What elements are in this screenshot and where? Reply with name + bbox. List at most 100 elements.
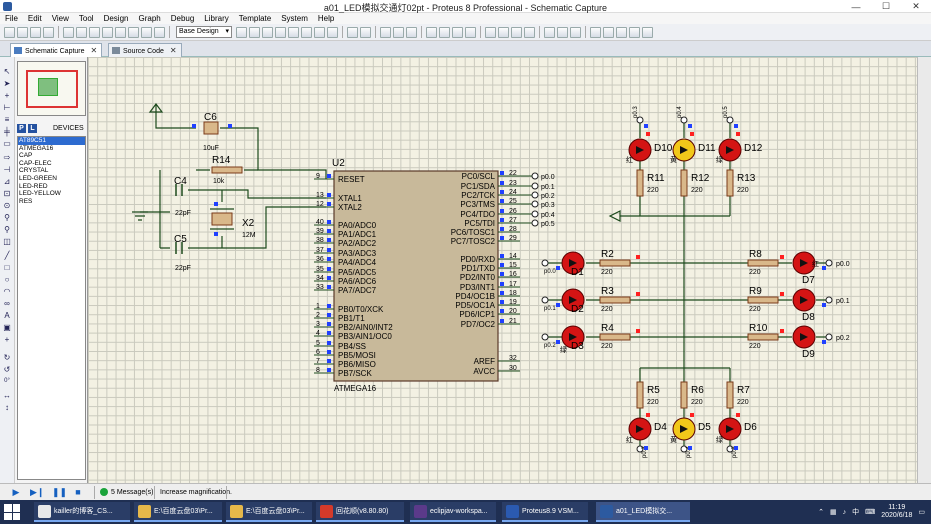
box-icon[interactable]: □ (4, 263, 10, 272)
schematic-icon[interactable] (76, 26, 87, 38)
current-probe-icon[interactable]: ⚲ (4, 225, 10, 234)
zoom-all-icon[interactable] (314, 26, 325, 38)
text-script-icon[interactable]: ≡ (4, 115, 10, 124)
redo-icon[interactable] (360, 26, 371, 38)
block-rotate-icon[interactable] (452, 26, 463, 38)
taskbar-item[interactable]: a01_LED模拟交... (596, 502, 690, 522)
taskbar-item[interactable]: Proteus8.9 VSM... (502, 502, 588, 522)
text-icon[interactable]: A (4, 311, 10, 320)
windows-start-icon[interactable] (4, 504, 20, 520)
open-file-icon[interactable] (17, 26, 28, 38)
network-icon[interactable]: ▦ (829, 509, 837, 516)
block-copy-icon[interactable] (426, 26, 437, 38)
device-item[interactable]: CRYSTAL (19, 167, 49, 175)
zoom-in-icon[interactable] (288, 26, 299, 38)
rotate-cw-icon[interactable]: ↻ (3, 353, 11, 362)
voltage-probe-icon[interactable]: ⚲ (4, 213, 10, 222)
pick-device-icon[interactable] (485, 26, 496, 38)
pcb-icon[interactable] (89, 26, 100, 38)
menu-graph[interactable]: Graph (138, 14, 161, 23)
new-file-icon[interactable] (4, 26, 15, 38)
property-tool-icon[interactable] (570, 26, 581, 38)
make-device-icon[interactable] (498, 26, 509, 38)
copy-icon[interactable] (393, 26, 404, 38)
notification-icon[interactable]: ▭ (918, 509, 925, 516)
minimize-button[interactable]: — (851, 1, 861, 12)
mirror-x-icon[interactable]: ↔ (3, 391, 11, 400)
new-sheet-icon[interactable] (603, 26, 614, 38)
menu-file[interactable]: File (5, 14, 18, 23)
tab-source-code[interactable]: Source Code ✕ (108, 43, 182, 57)
design-explorer-icon[interactable] (590, 26, 601, 38)
exit-parent-icon[interactable] (629, 26, 640, 38)
arc-icon[interactable]: ◠ (3, 287, 11, 296)
junction-dot-icon[interactable]: + (4, 91, 10, 100)
remove-sheet-icon[interactable] (616, 26, 627, 38)
taskbar-item[interactable]: E:\百度云盘03\Pr... (134, 502, 222, 522)
home-icon[interactable] (63, 26, 74, 38)
tab-schematic-capture[interactable]: Schematic Capture ✕ (10, 43, 103, 57)
terminals-icon[interactable]: ⇨ (3, 153, 11, 162)
keyboard-icon[interactable]: ⌨ (865, 509, 876, 516)
menu-help[interactable]: Help (317, 14, 335, 23)
device-item[interactable]: CAP-ELEC (19, 159, 52, 167)
circle-icon[interactable]: ○ (4, 275, 10, 284)
line-icon[interactable]: ╱ (4, 251, 10, 260)
close-icon[interactable]: ✕ (90, 46, 98, 55)
taskbar-item[interactable]: eclipjav-workspa... (410, 502, 496, 522)
help-icon[interactable] (154, 26, 165, 38)
device-item[interactable]: CAP (19, 152, 33, 160)
component-mode-icon[interactable]: ➤ (3, 79, 11, 88)
step-icon[interactable]: ▶❙ (30, 487, 45, 497)
zoom-area-icon[interactable] (327, 26, 338, 38)
taskbar-item[interactable]: kailler的博客_CS... (34, 502, 130, 522)
graph-icon[interactable]: ⊿ (3, 177, 11, 186)
pick-devices-button[interactable]: P (17, 124, 26, 133)
bus-icon[interactable]: ╪ (4, 127, 10, 136)
block-delete-icon[interactable] (465, 26, 476, 38)
marker-icon[interactable]: + (4, 335, 10, 344)
taskbar-item[interactable]: 回花顺(v8.80.80) (316, 502, 404, 522)
generator-icon[interactable]: ⊙ (3, 201, 11, 210)
source-code-icon[interactable] (141, 26, 152, 38)
save-icon[interactable] (30, 26, 41, 38)
origin-icon[interactable] (262, 26, 273, 38)
virtual-instruments-icon[interactable]: ◫ (3, 237, 11, 246)
device-item[interactable]: LED-GREEN (19, 174, 57, 182)
3d-icon[interactable] (102, 26, 113, 38)
wire-label-icon[interactable]: ⊢ (3, 103, 11, 112)
menu-system[interactable]: System (281, 14, 308, 23)
mirror-y-icon[interactable]: ↕ (5, 403, 9, 412)
menu-template[interactable]: Template (238, 14, 272, 23)
chevron-up-icon[interactable]: ⌃ (818, 509, 824, 516)
device-item[interactable]: AT89C51 (18, 137, 85, 145)
device-item[interactable]: LED-RED (19, 182, 48, 190)
device-pins-icon[interactable]: ⊣ (3, 165, 11, 174)
undo-icon[interactable] (347, 26, 358, 38)
message-count[interactable]: 5 Message(s) (111, 489, 154, 496)
menu-tool[interactable]: Tool (78, 14, 94, 23)
device-item[interactable]: ATMEGA16 (19, 144, 54, 152)
gerber-icon[interactable] (115, 26, 126, 38)
menu-design[interactable]: Design (103, 14, 129, 23)
maximize-button[interactable]: ☐ (881, 1, 891, 11)
zoom-out-icon[interactable] (301, 26, 312, 38)
design-select[interactable]: Base Design (176, 26, 232, 38)
menu-library[interactable]: Library (204, 14, 229, 23)
vertical-scrollbar[interactable] (917, 57, 931, 483)
paste-icon[interactable] (406, 26, 417, 38)
path-icon[interactable]: ∞ (4, 299, 10, 308)
package-tool-icon[interactable] (511, 26, 522, 38)
subcircuit-icon[interactable]: ▭ (3, 139, 11, 148)
library-manager-button[interactable]: L (28, 124, 37, 133)
device-item[interactable]: LED-YELLOW (19, 190, 61, 198)
taskbar-item[interactable]: E:\百度云盘03\Pr... (226, 502, 312, 522)
rotate-ccw-icon[interactable]: ↺ (3, 365, 11, 374)
tape-recorder-icon[interactable]: ⊡ (3, 189, 11, 198)
pause-icon[interactable]: ❚❚ (52, 487, 68, 497)
close-button[interactable]: ✕ (912, 1, 920, 11)
stop-icon[interactable]: ■ (75, 487, 81, 497)
decompose-icon[interactable] (524, 26, 535, 38)
close-icon[interactable]: ✕ (169, 46, 177, 55)
